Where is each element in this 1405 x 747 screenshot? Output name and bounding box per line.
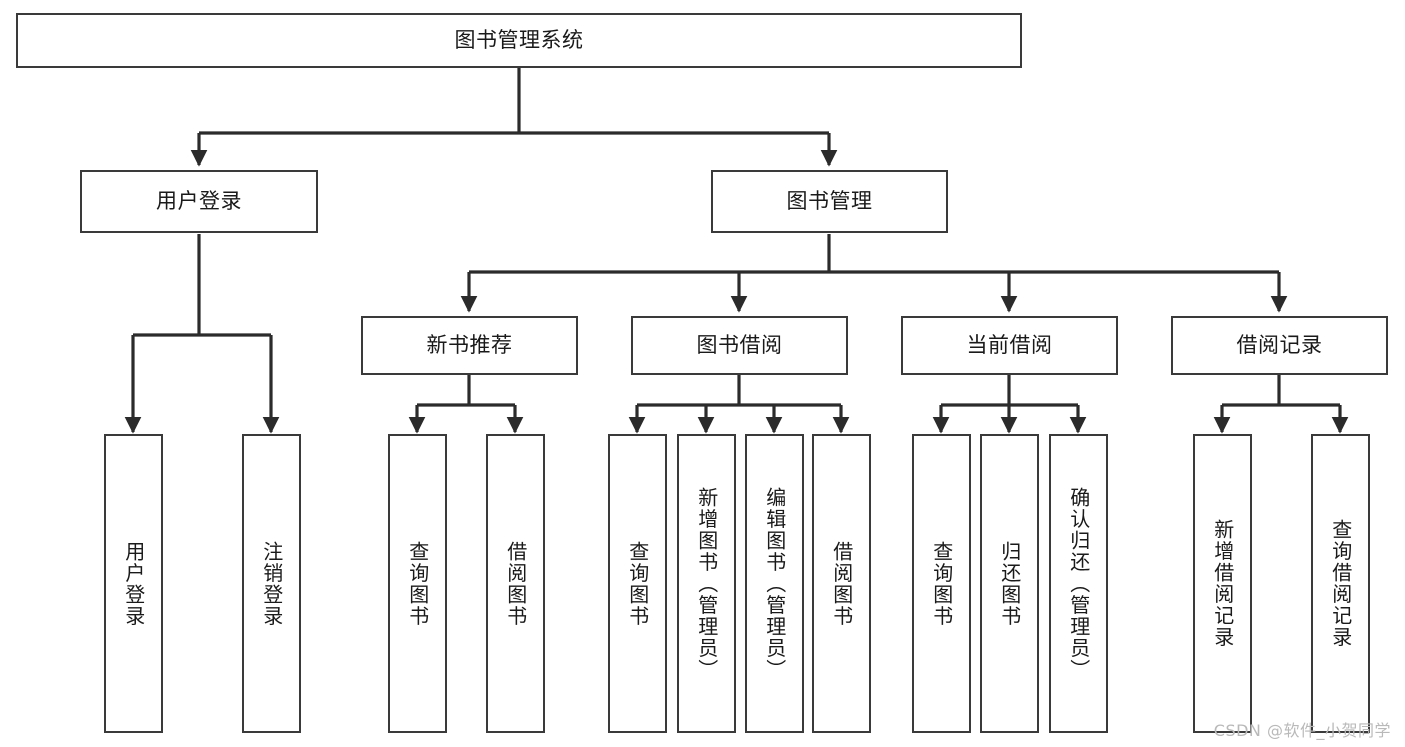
node-leaf-user-logout-label: 注销登录	[259, 540, 284, 627]
node-current-borrow-label: 当前借阅	[966, 333, 1053, 358]
node-leaf-confirm-return-label: 确认归还（管理员）	[1066, 486, 1091, 681]
node-user-login-label: 用户登录	[156, 189, 242, 214]
node-book-manage[interactable]: 图书管理	[711, 170, 948, 233]
node-new-book-rec[interactable]: 新书推荐	[361, 316, 578, 375]
node-leaf-return-book[interactable]: 归还图书	[980, 434, 1039, 733]
node-leaf-edit-book[interactable]: 编辑图书（管理员）	[745, 434, 804, 733]
node-leaf-query-book-rec-label: 查询图书	[405, 540, 430, 627]
node-root-label: 图书管理系统	[454, 28, 584, 53]
node-leaf-query-book-borrow-label: 查询图书	[625, 540, 650, 627]
node-leaf-borrow-book[interactable]: 借阅图书	[812, 434, 871, 733]
node-leaf-add-book[interactable]: 新增图书（管理员）	[677, 434, 736, 733]
node-borrow-record-label: 借阅记录	[1236, 333, 1323, 358]
node-book-borrow[interactable]: 图书借阅	[631, 316, 848, 375]
node-leaf-query-record-label: 查询借阅记录	[1328, 519, 1353, 648]
node-leaf-query-book-rec[interactable]: 查询图书	[388, 434, 447, 733]
node-borrow-record[interactable]: 借阅记录	[1171, 316, 1388, 375]
node-leaf-query-book-borrow[interactable]: 查询图书	[608, 434, 667, 733]
node-new-book-rec-label: 新书推荐	[426, 333, 513, 358]
node-book-manage-label: 图书管理	[786, 189, 873, 214]
node-leaf-query-book-cur[interactable]: 查询图书	[912, 434, 971, 733]
node-leaf-edit-book-label: 编辑图书（管理员）	[762, 486, 787, 681]
node-leaf-user-login-label: 用户登录	[121, 540, 146, 627]
node-leaf-add-book-label: 新增图书（管理员）	[694, 486, 719, 681]
node-leaf-query-book-cur-label: 查询图书	[929, 540, 954, 627]
node-current-borrow[interactable]: 当前借阅	[901, 316, 1118, 375]
node-leaf-return-book-label: 归还图书	[997, 540, 1022, 627]
node-user-login[interactable]: 用户登录	[80, 170, 318, 233]
node-leaf-add-record[interactable]: 新增借阅记录	[1193, 434, 1252, 733]
node-leaf-add-record-label: 新增借阅记录	[1210, 519, 1235, 648]
node-root[interactable]: 图书管理系统	[16, 13, 1022, 68]
node-leaf-user-logout[interactable]: 注销登录	[242, 434, 301, 733]
node-leaf-borrow-book-label: 借阅图书	[829, 540, 854, 627]
node-leaf-borrow-book-rec-label: 借阅图书	[503, 540, 528, 627]
node-leaf-borrow-book-rec[interactable]: 借阅图书	[486, 434, 545, 733]
node-leaf-query-record[interactable]: 查询借阅记录	[1311, 434, 1370, 733]
node-leaf-confirm-return[interactable]: 确认归还（管理员）	[1049, 434, 1108, 733]
node-book-borrow-label: 图书借阅	[696, 333, 783, 358]
node-leaf-user-login[interactable]: 用户登录	[104, 434, 163, 733]
